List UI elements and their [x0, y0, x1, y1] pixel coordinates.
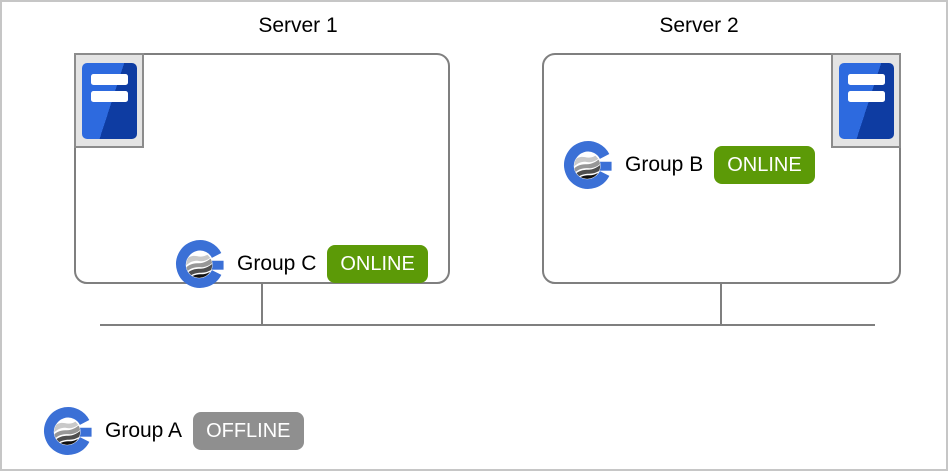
status-badge: ONLINE — [714, 146, 815, 184]
group-icon — [42, 405, 94, 457]
server-icon-bar — [847, 73, 885, 85]
server-tower-icon — [838, 62, 894, 139]
server1-connector-line — [261, 283, 263, 326]
server-icon-bar — [847, 90, 885, 102]
group-icon — [174, 238, 226, 290]
network-bus-line — [100, 324, 875, 326]
status-badge: ONLINE — [327, 245, 428, 283]
server2-title: Server 2 — [659, 14, 739, 37]
server-icon-frame — [74, 53, 144, 148]
server-icon-frame — [831, 53, 901, 148]
group-name-label: Group B — [625, 153, 704, 176]
group-row-b: Group B ONLINE — [562, 139, 815, 191]
server2-box: Group B ONLINE — [542, 53, 901, 284]
server1-box: Group C ONLINE — [74, 53, 450, 288]
server1-title: Server 1 — [258, 14, 338, 37]
server-icon-bar — [90, 90, 128, 102]
group-name-label: Group A — [105, 419, 183, 442]
group-icon — [562, 139, 614, 191]
group-name-label: Group C — [237, 252, 317, 275]
group-row-c: Group C ONLINE — [174, 238, 428, 290]
status-badge: OFFLINE — [193, 412, 304, 450]
server2-connector-line — [720, 283, 722, 326]
server-icon-bar — [90, 73, 128, 85]
server-tower-icon — [81, 62, 137, 139]
group-row-a: Group A OFFLINE — [42, 405, 304, 457]
